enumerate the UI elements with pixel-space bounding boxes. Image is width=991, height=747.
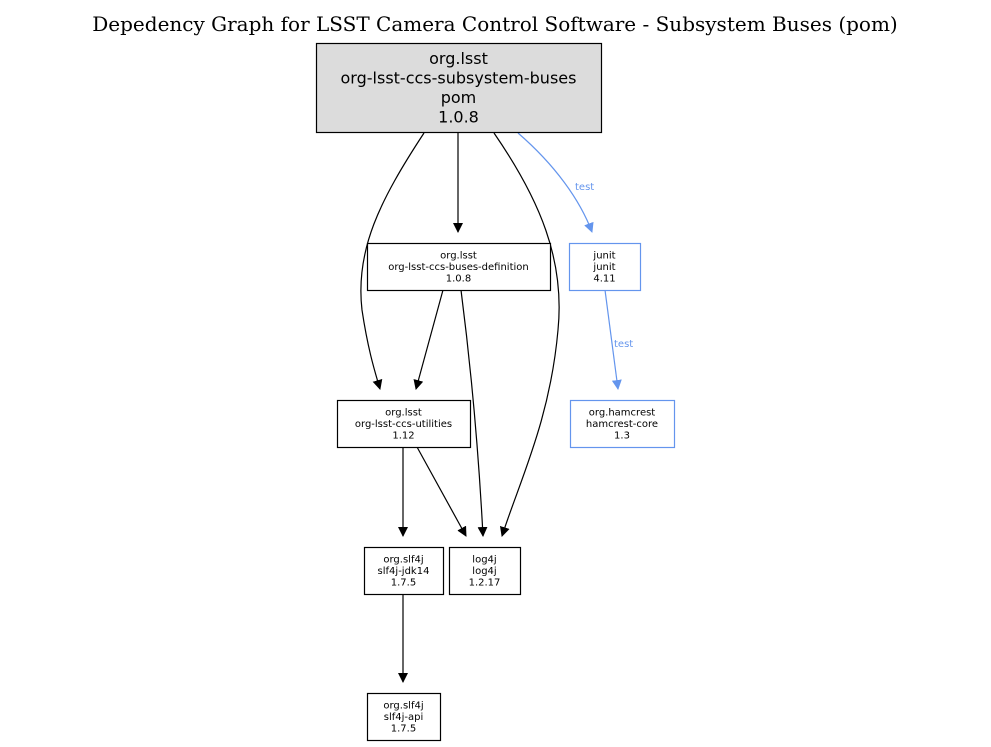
node-artifact-id: log4j [472,566,496,577]
node-group-id: org.lsst [385,407,422,418]
node-artifact-id: slf4j-jdk14 [378,566,430,577]
node-utilities: org.lsstorg-lsst-ccs-utilities1.12 [338,401,471,448]
node-log4j: log4jlog4j1.2.17 [450,548,521,595]
edge-label: test [614,339,633,350]
node-artifact-id: org-lsst-ccs-subsystem-buses [341,69,577,88]
node-artifact-id: org-lsst-ccs-buses-definition [388,262,529,273]
node-group-id: org.hamcrest [589,407,656,418]
node-artifact-id: hamcrest-core [586,419,658,430]
nodes-layer: org.lsstorg-lsst-ccs-subsystem-busespom1… [317,44,675,741]
node-artifact-id: org-lsst-ccs-utilities [355,419,452,430]
node-group-id: org.lsst [429,49,488,68]
edge-buses-definition-to-utilities [416,290,443,389]
node-group-id: log4j [472,554,496,565]
node-version: 1.2.17 [469,577,501,588]
node-slf4j-api: org.slf4jslf4j-api1.7.5 [368,694,441,741]
node-slf4j-jdk14: org.slf4jslf4j-jdk141.7.5 [365,548,444,595]
node-version: 1.7.5 [391,577,416,588]
node-version: 1.0.8 [438,108,479,127]
node-hamcrest: org.hamcresthamcrest-core1.3 [571,401,675,448]
edge-label: test [575,182,594,193]
node-group-id: junit [592,250,615,261]
node-artifact-id: slf4j-api [384,712,424,723]
node-version: 1.12 [392,430,414,441]
node-version: 1.3 [614,430,630,441]
node-version: 4.11 [593,273,615,284]
node-version: 1.0.8 [446,273,471,284]
node-junit: junitjunit4.11 [570,244,641,291]
node-group-id: org.slf4j [383,554,423,565]
node-buses-definition: org.lsstorg-lsst-ccs-buses-definition1.0… [368,244,551,291]
edge-utilities-to-log4j [417,447,466,536]
node-version: 1.7.5 [391,723,416,734]
node-group-id: org.lsst [440,250,477,261]
node-type: pom [441,88,477,107]
edge-root-to-log4j [494,133,559,536]
node-group-id: org.slf4j [383,700,423,711]
graph-title: Depedency Graph for LSST Camera Control … [92,12,897,36]
node-root: org.lsstorg-lsst-ccs-subsystem-busespom1… [317,44,602,133]
node-artifact-id: junit [592,262,615,273]
